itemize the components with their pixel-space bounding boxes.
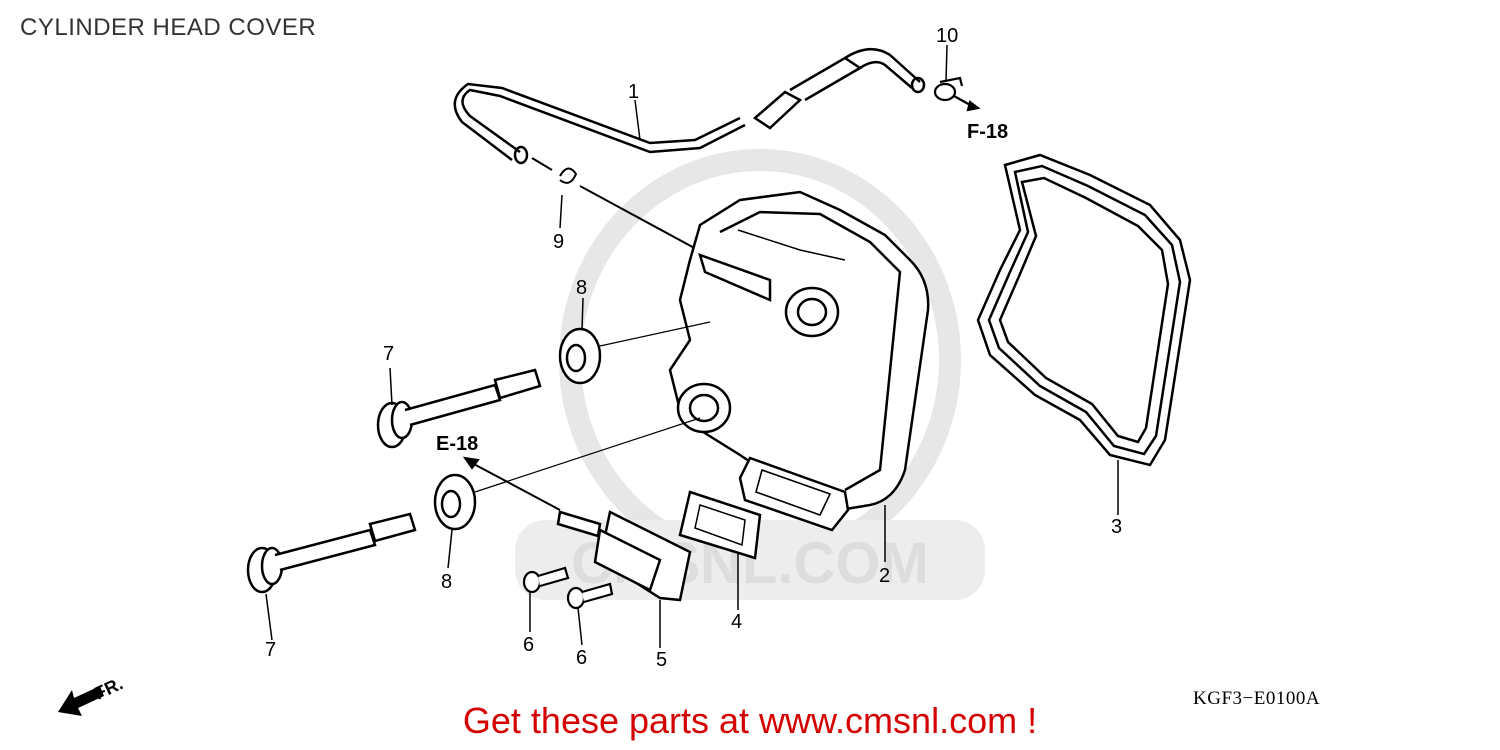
e18-arrow	[462, 456, 561, 511]
cylinder-head-cover	[668, 190, 930, 532]
callout-3: 3	[1111, 516, 1122, 538]
callout-5: 5	[656, 649, 667, 671]
cover-gasket	[976, 153, 1192, 467]
diagram-code: KGF3−E0100A	[1193, 688, 1321, 709]
lower-seal-washer	[433, 473, 477, 531]
callout-10: 10	[936, 25, 958, 47]
callout-7-upper: 7	[383, 343, 394, 365]
callout-6-lower: 6	[576, 647, 587, 669]
screw-lower	[566, 582, 614, 610]
promo-link[interactable]: Get these parts at www.cmsnl.com !	[462, 700, 1038, 741]
callout-7-lower: 7	[265, 639, 276, 661]
diagram-title: CYLINDER HEAD COVER	[20, 14, 317, 41]
callout-2: 2	[879, 565, 890, 587]
callout-4: 4	[731, 611, 742, 633]
leader-lines	[265, 44, 1119, 648]
callout-8-lower: 8	[441, 571, 452, 593]
separator-gasket	[678, 490, 762, 560]
breather-tube	[453, 48, 926, 165]
callout-labels: 1 2 3 4 5 6 6 7 7 8 8 9 10	[265, 25, 1122, 671]
callout-8-upper: 8	[576, 277, 587, 299]
screw-upper	[522, 566, 570, 594]
f18-reference: F-18	[967, 121, 1008, 143]
upper-bolt	[376, 321, 711, 449]
upper-seal-washer	[558, 327, 602, 385]
callout-1: 1	[628, 81, 639, 103]
hose-clamp	[933, 76, 981, 112]
lower-bolt	[246, 417, 701, 594]
callout-6-upper: 6	[523, 634, 534, 656]
e18-reference: E-18	[436, 433, 478, 455]
separator-plate	[556, 510, 692, 602]
callout-9: 9	[553, 231, 564, 253]
